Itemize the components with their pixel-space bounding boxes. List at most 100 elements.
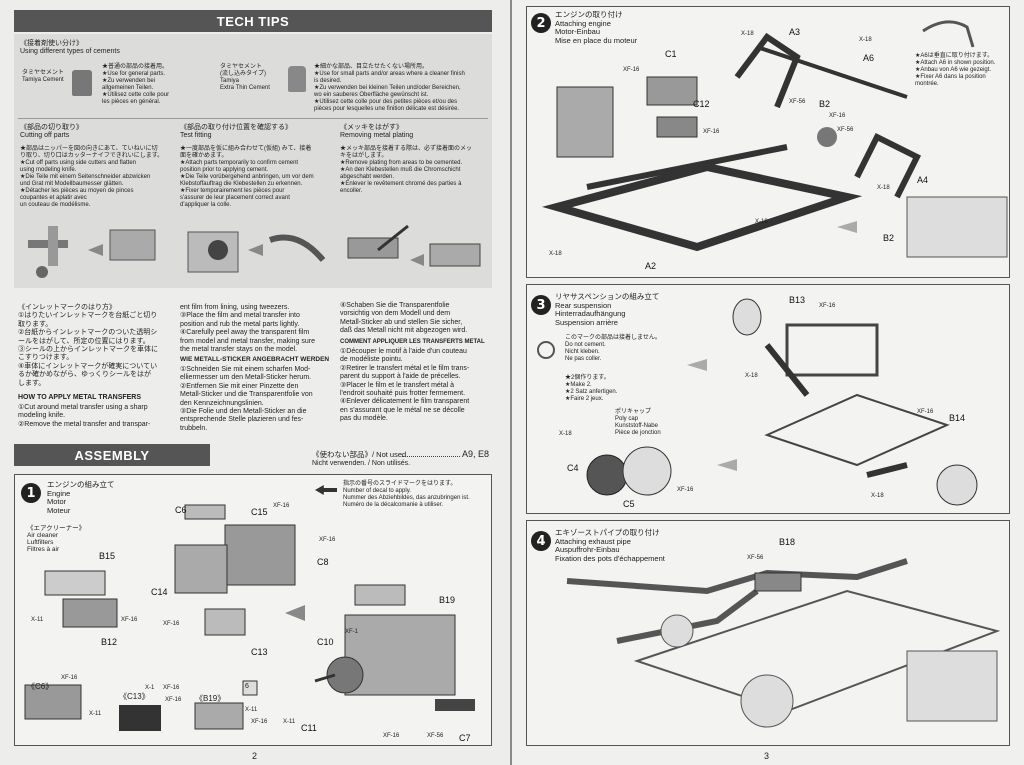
- paint-x11-d: X-11: [245, 707, 258, 713]
- cement1-text: ★普通の部品の接着用。 ★Use for general parts. ★Zu …: [102, 64, 170, 105]
- part-c5: C5: [623, 499, 635, 509]
- part-b12: B12: [101, 637, 118, 647]
- transfer-de-heading: WIE METALL-STICKER ANGEBRACHT WERDEN: [180, 356, 330, 363]
- cement-bottle-icon: [72, 70, 92, 96]
- paint-xf16-f: XF-16: [61, 675, 78, 681]
- left-page: TECH TIPS 《接着剤使い分け》 Using different type…: [0, 0, 510, 765]
- cut-text: ★部品はニッパーを図の向きにあて、ていねいに切 り取り、切り口はカッターナイフで…: [20, 146, 164, 208]
- air-cleaner-label: 《エアクリーナー》 Air cleaner Luftfilters Filtre…: [27, 525, 86, 553]
- part-b18: B18: [779, 537, 796, 547]
- plating-heading: 《メッキをはがす》 Removing metal plating: [340, 124, 414, 139]
- paint-xf16-a: XF-16: [273, 503, 290, 509]
- paint-xf16-b: XF-16: [319, 537, 336, 543]
- paint-xf1: XF-1: [345, 629, 359, 635]
- paint-xf56: XF-56: [427, 733, 444, 739]
- paint-x18-d: X-18: [755, 219, 768, 225]
- paint-x18-b: X-18: [859, 37, 872, 43]
- inset-b19: 《B19》: [195, 694, 226, 703]
- paint-xf56-a: XF-56: [789, 99, 806, 105]
- step4-number: 4: [531, 531, 551, 551]
- transfer-de-text: ①Schneiden Sie mit einem scharfen Mod- e…: [180, 366, 313, 432]
- step2-note: ★A6は垂直に取り付けます。 ★Attach A6 in shown posit…: [915, 53, 996, 87]
- part-a6: A6: [863, 53, 875, 63]
- part-c4: C4: [567, 463, 579, 473]
- cement2-text: ★細かな部品、目立たせたくない場所用。 ★Use for small parts…: [314, 64, 465, 112]
- paint-x18-a: X-18: [741, 31, 754, 37]
- not-used-sub: Nicht verwenden. / Non utilisés.: [312, 460, 411, 467]
- transfer-en-text: ①Cut around metal transfer using a sharp…: [18, 404, 151, 428]
- part-c6: C6: [175, 505, 187, 515]
- transfer-de-cont: ④Schaben Sie die Transparentfolie vorsic…: [340, 302, 468, 335]
- paint-x18-f: X-18: [745, 373, 758, 379]
- transfer-en-cont: ent film from lining, using tweezers. ③P…: [180, 304, 316, 354]
- paint-xf16-n: XF-16: [677, 487, 694, 493]
- page-number-left: 2: [252, 751, 258, 761]
- part-c8: C8: [317, 557, 329, 567]
- part-c7: C7: [459, 733, 471, 743]
- paint-xf16-k: XF-16: [703, 129, 720, 135]
- step4-title: エキゾーストパイプの取り付け Attaching exhaust pipe Au…: [555, 528, 665, 563]
- not-used-label: 《使わない部品》/ Not used.: [312, 450, 409, 459]
- paint-x18-h: X-18: [871, 493, 884, 499]
- paint-xf16-c: XF-16: [163, 621, 180, 627]
- paint-x18-c: X-18: [877, 185, 890, 191]
- cutting-illustration: [28, 226, 156, 278]
- part-a3: A3: [789, 27, 801, 37]
- paint-xf16-m: XF-16: [819, 303, 836, 309]
- step4-exhaust-diagram: [566, 558, 1001, 728]
- step1-engine-diagram: [24, 504, 475, 731]
- paint-xf16-h: XF-16: [165, 697, 182, 703]
- cement1-name: タミヤセメント Tamiya Cement: [22, 70, 64, 83]
- fit-heading: 《部品の取り付け位置を確認する》 Test fitting: [180, 124, 292, 139]
- paint-x11-a: X-11: [31, 617, 44, 623]
- paint-xf16-o: XF-16: [917, 409, 934, 415]
- paint-xf16-e: XF-16: [383, 733, 400, 739]
- part-c12: C12: [693, 99, 710, 109]
- paint-x1: X-1: [145, 685, 155, 691]
- page-number-right: 3: [764, 751, 770, 761]
- cement-heading: 《接着剤使い分け》 Using different types of cemen…: [20, 40, 120, 55]
- step1-title: エンジンの組み立て Engine Motor Moteur: [47, 480, 115, 515]
- tech-tips-panel: 《接着剤使い分け》 Using different types of cemen…: [14, 34, 492, 288]
- no-cement-note: このマークの部品は接着しません。 Do not cement. Nicht kl…: [565, 335, 661, 362]
- part-c10: C10: [317, 637, 334, 647]
- poly-cap-note: ポリキャップ Poly cap Kunststoff-Nabe Pièce de…: [615, 409, 661, 436]
- decal-number: 6: [245, 683, 249, 690]
- cut-heading: 《部品の切り取り》 Cutting off parts: [20, 124, 83, 139]
- step1-panel: 1 エンジンの組み立て Engine Motor Moteur 指示の番号のスラ…: [14, 474, 492, 746]
- fit-text: ★一度部品を仮に組み合わせて(仮組) みて、接着 面を確かめます。 ★Attac…: [180, 146, 314, 208]
- inset-c6: 《C6》: [27, 682, 54, 691]
- paint-xf16-d: XF-16: [121, 617, 138, 623]
- assembly-banner: ASSEMBLY: [14, 444, 210, 466]
- paint-xf16-i: XF-16: [251, 719, 268, 725]
- step3-number: 3: [531, 295, 551, 315]
- step2-title: エンジンの取り付け Attaching engine Motor-Einbau …: [555, 10, 638, 45]
- test-fit-illustration: [187, 231, 326, 273]
- thin-cement-bottle-icon: [288, 66, 306, 92]
- part-c1: C1: [665, 49, 677, 59]
- inset-c13: 《C13》: [119, 692, 150, 701]
- part-c14: C14: [151, 587, 168, 597]
- step2-number: 2: [531, 13, 551, 33]
- paint-xf16-g: XF-16: [163, 685, 180, 691]
- paint-x11-c: X-11: [89, 711, 102, 717]
- paint-x11-b: X-11: [283, 719, 296, 725]
- part-c15: C15: [251, 507, 268, 517]
- step2-chassis-diagram: [541, 20, 1008, 258]
- make2-note: ★2個作ります。 ★Make 2. ★2 Satz anfertigen. ★F…: [565, 375, 618, 402]
- decal-note: 指示の番号のスライドマークをはります。 Number of decal to a…: [343, 481, 470, 508]
- step3-title: リヤサスペンションの組み立て Rear suspension Hinterrad…: [555, 292, 660, 327]
- paint-xf56-c: XF-56: [747, 555, 764, 561]
- part-a2: A2: [645, 261, 657, 271]
- part-b19: B19: [439, 595, 456, 605]
- transfer-fr-heading: COMMENT APPLIQUER LES TRANSFERTS METAL: [340, 339, 485, 345]
- part-b2-detail: B2: [883, 233, 895, 243]
- step3-suspension-diagram: [586, 298, 978, 506]
- paint-x18-g: X-18: [559, 431, 572, 437]
- right-page: 2 エンジンの取り付け Attaching engine Motor-Einba…: [512, 0, 1024, 765]
- transfer-jp-text: 《インレットマークのはり方》 ①はりたいインレットマークを台紙ごと切り 取ります…: [18, 304, 158, 387]
- plating-text: ★メッキ部品を接着する際は、必ず接着面のメッ キをはがします。 ★Remove …: [340, 146, 473, 194]
- transfer-fr-text: ①Découper le motif à l'aide d'un couteau…: [340, 348, 470, 423]
- part-a4: A4: [917, 175, 929, 185]
- paint-xf16-l: XF-16: [829, 113, 846, 119]
